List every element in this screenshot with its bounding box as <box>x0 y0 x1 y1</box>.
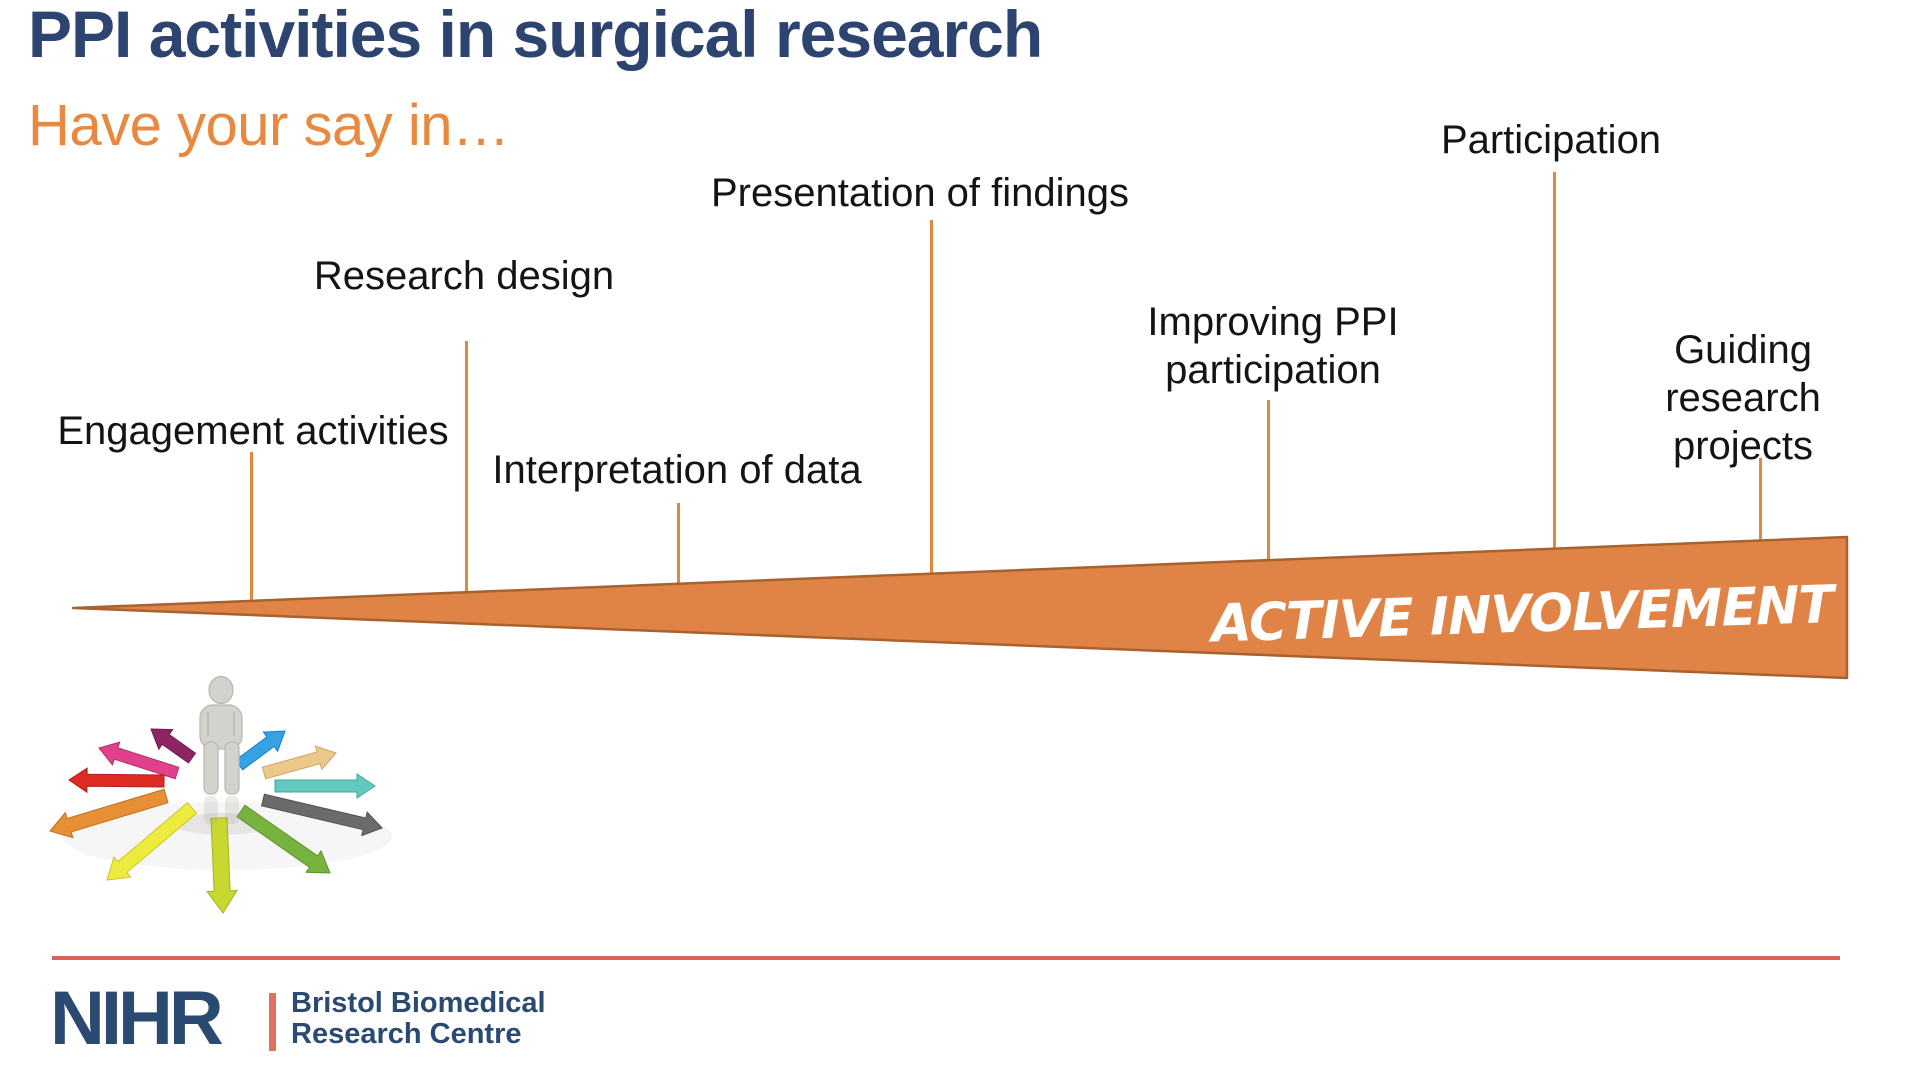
nihr-logo-acronym: NIHR <box>50 976 224 1061</box>
arrow-yellow-green <box>206 817 239 914</box>
arrow-yellow <box>106 801 198 881</box>
arrow-green <box>236 804 331 874</box>
page-title: PPI activities in surgical research <box>28 0 1043 71</box>
arrow-pink <box>98 741 180 780</box>
connector-line-guiding <box>1759 458 1762 543</box>
nihr-logo-org-line2: Research Centre <box>291 1018 522 1050</box>
nihr-logo-separator-bar <box>269 993 276 1051</box>
label-interpretation-of-data: Interpretation of data <box>492 448 862 492</box>
nihr-logo-org-line1: Bristol Biomedical <box>291 987 546 1019</box>
connector-line-interpretation <box>677 503 680 587</box>
connector-line-engagement <box>250 452 253 603</box>
label-guiding-research-projects: Guiding research projects <box>1665 328 1821 468</box>
label-improving-ppi-participation: Improving PPI participation <box>1147 300 1399 392</box>
arrow-teal <box>274 773 376 799</box>
connector-line-participation <box>1553 172 1556 551</box>
connector-line-improving-ppi <box>1267 400 1270 563</box>
footer-divider-rule <box>52 956 1840 960</box>
arrow-blue <box>234 730 286 771</box>
person-figure <box>199 676 243 824</box>
connector-line-research-design <box>465 341 468 594</box>
arrow-purple <box>150 728 197 764</box>
arrow-tan <box>261 745 337 780</box>
connector-line-presentation <box>930 220 933 576</box>
page-subtitle: Have your say in… <box>28 93 510 158</box>
label-engagement-activities: Engagement activities <box>57 409 449 453</box>
arrow-gray <box>260 793 383 837</box>
label-participation: Participation <box>1440 118 1662 162</box>
arrow-orange <box>49 788 169 839</box>
label-research-design: Research design <box>313 254 615 298</box>
nihr-logo-org-name: Bristol Biomedical Research Centre <box>291 988 546 1050</box>
arrow-red <box>68 767 165 794</box>
person-with-radiating-arrows-icon <box>49 676 383 914</box>
label-presentation-of-findings: Presentation of findings <box>710 171 1130 215</box>
